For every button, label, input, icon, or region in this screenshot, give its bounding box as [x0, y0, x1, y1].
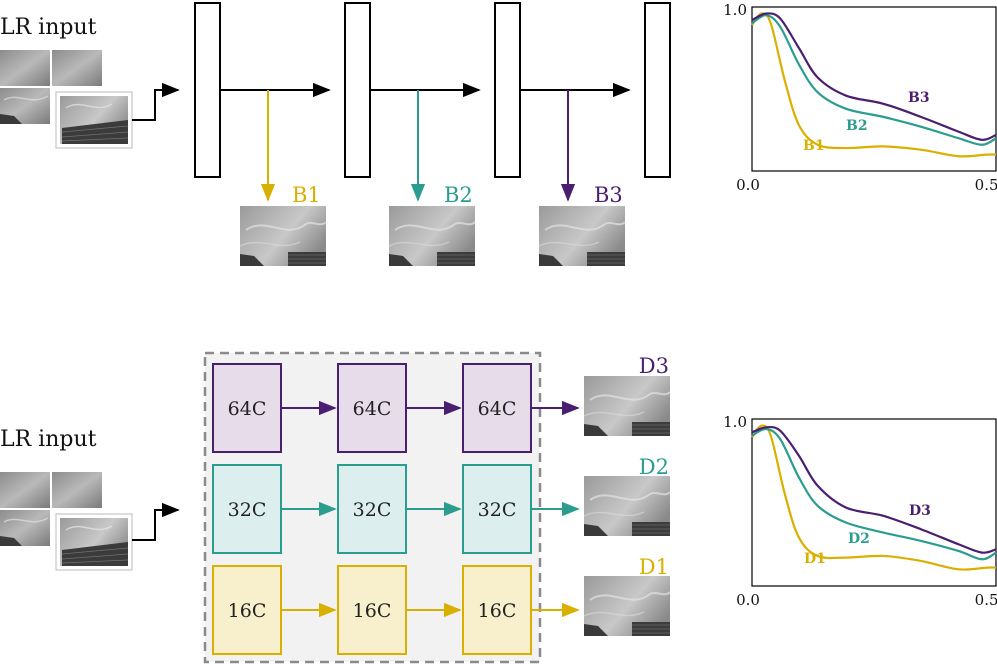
- x-tick-label: 0.0: [736, 176, 760, 194]
- series-line-d2: [751, 427, 997, 561]
- series-label-b2: B2: [846, 118, 868, 134]
- bottom-input-label: LR input: [0, 427, 97, 452]
- block-32c-1: [212, 464, 282, 554]
- top-block-4: [644, 2, 671, 178]
- block-label: 16C: [353, 600, 392, 622]
- x-tick-label: 0.0: [736, 591, 760, 609]
- block-label: 64C: [353, 398, 392, 420]
- block-64c-3: [462, 363, 532, 453]
- bottom-lr-input-image: [0, 471, 133, 571]
- output-label-d1: D1: [639, 555, 669, 579]
- block-label: 16C: [478, 600, 517, 622]
- x-tick-label: 0.5: [975, 176, 997, 194]
- bottom-input-arrow: [132, 502, 180, 541]
- chart-top: B1 B2 B3 1.0 0.0 0.5: [723, 1, 997, 194]
- branch-output-image-b2: [388, 205, 476, 267]
- block-label: 32C: [228, 499, 267, 521]
- series-label-b1: B1: [803, 138, 825, 154]
- top-input-label: LR input: [0, 15, 97, 40]
- output-label-d2: D2: [639, 455, 669, 479]
- output-image-d1: [583, 575, 671, 637]
- output-image-d2: [583, 475, 671, 537]
- top-lr-input-image: [0, 49, 133, 149]
- series-label-d3: D3: [909, 503, 931, 519]
- branch-label-b1: B1: [292, 183, 321, 207]
- block-label: 32C: [353, 499, 392, 521]
- block-label: 64C: [228, 398, 267, 420]
- top-block-1: [194, 2, 221, 178]
- block-16c-2: [337, 565, 407, 655]
- block-grid: 64C 64C 64C 32C 32C 32C 16C 16C 16C: [212, 363, 580, 655]
- output-image-d3: [583, 375, 671, 437]
- top-input-arrow: [132, 82, 180, 121]
- block-16c-1: [212, 565, 282, 655]
- x-tick-label: 0.5: [975, 591, 997, 609]
- series-label-d2: D2: [848, 531, 870, 547]
- branch-output-image-b1: [239, 205, 327, 267]
- series-line-d1: [751, 424, 997, 571]
- series-line-d3: [751, 425, 997, 554]
- series-line-b1: [751, 12, 997, 158]
- series-line-b3: [751, 12, 997, 141]
- series-label-d1: D1: [804, 551, 826, 567]
- top-block-2: [344, 2, 371, 178]
- branch-label-b2: B2: [444, 183, 473, 207]
- series-label-b3: B3: [908, 90, 930, 106]
- block-label: 64C: [478, 398, 517, 420]
- block-label: 16C: [228, 600, 267, 622]
- y-tick-label: 1.0: [723, 413, 747, 431]
- block-64c-2: [337, 363, 407, 453]
- branch-output-image-b3: [538, 205, 626, 267]
- block-label: 32C: [478, 499, 517, 521]
- chart-bottom: D1 D2 D3 1.0 0.0 0.5: [723, 413, 997, 609]
- top-block-3: [494, 2, 521, 178]
- chart-frame: [751, 6, 997, 172]
- block-32c-3: [462, 464, 532, 554]
- series-line-b2: [751, 14, 997, 146]
- output-label-d3: D3: [639, 354, 669, 378]
- chart-frame: [751, 418, 997, 587]
- branch-label-b3: B3: [594, 183, 623, 207]
- y-tick-label: 1.0: [723, 1, 747, 19]
